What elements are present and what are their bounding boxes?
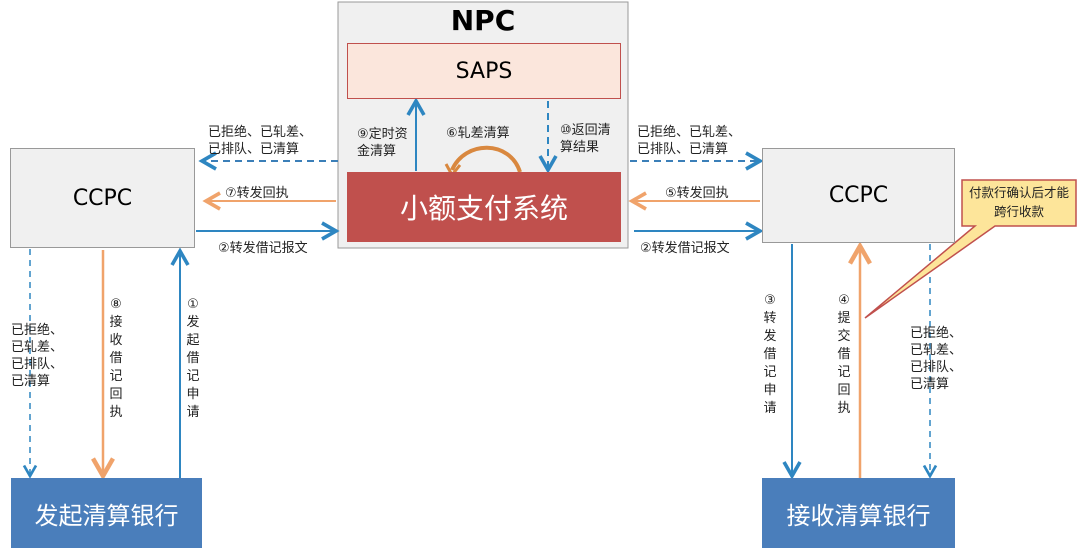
callout-shape — [864, 179, 1077, 319]
status-vertical-label-left: 已拒绝、 已轧差、 已排队、 已清算 — [11, 323, 64, 389]
initiate-label: ①发起借记申请 — [186, 297, 200, 420]
forward-label-left: ②转发借记报文 — [218, 241, 308, 256]
status-vertical-label-right: 已拒绝、 已轧差、 已排队、 已清算 — [910, 326, 963, 392]
return-result-label: ⑩返回清 算结果 — [560, 123, 611, 155]
ccpc-right-box[interactable]: CCPC — [762, 148, 955, 243]
receive-receipt-label: ⑧接收借记回执 — [109, 297, 123, 420]
callout-note: 付款行确认后才能跨行收款 — [968, 185, 1069, 219]
ccpc-left-box[interactable]: CCPC — [10, 148, 195, 248]
netting-loop-arrow — [450, 145, 522, 173]
forward-request-label: ③转发借记申请 — [763, 293, 777, 416]
small-payment-system-box[interactable]: 小额支付系统 — [347, 172, 621, 242]
originating-bank-box[interactable]: 发起清算银行 — [11, 478, 202, 548]
timed-settle-label: ⑨定时资 金清算 — [357, 127, 408, 159]
saps-box[interactable]: SAPS — [347, 43, 621, 99]
submit-receipt-label: ④提交借记回执 — [837, 293, 851, 416]
npc-title: NPC — [450, 3, 516, 37]
receipt-label-left: ⑦转发回执 — [225, 186, 289, 201]
netting-label: ⑥轧差清算 — [446, 126, 510, 141]
receiving-bank-box[interactable]: 接收清算银行 — [762, 478, 955, 548]
forward-label-right: ②转发借记报文 — [640, 241, 730, 256]
receipt-label-right: ⑤转发回执 — [665, 186, 729, 201]
status-label-right: 已拒绝、已轧差、 已排队、已清算 — [637, 125, 742, 157]
status-label-left: 已拒绝、已轧差、 已排队、已清算 — [208, 125, 313, 157]
